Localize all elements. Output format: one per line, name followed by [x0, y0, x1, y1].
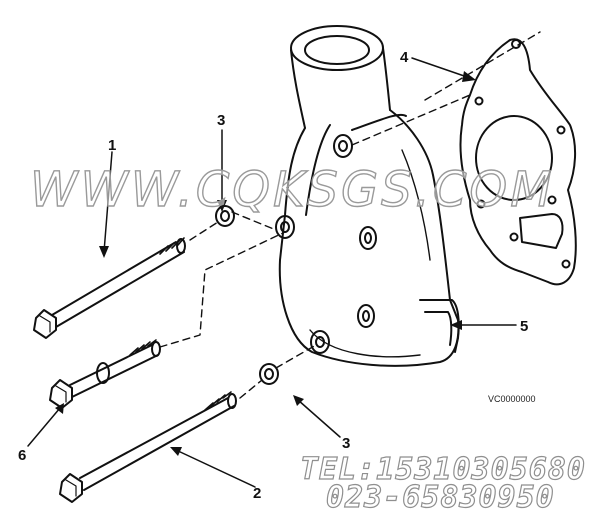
leader-lines — [27, 57, 517, 488]
part-code-label: VC0000000 — [488, 394, 536, 404]
gasket — [459, 38, 577, 286]
capscrew-short — [49, 339, 161, 409]
washer-upper — [215, 205, 235, 227]
callout-1: 1 — [108, 137, 116, 154]
callout-3-upper: 3 — [217, 112, 225, 129]
callout-2: 2 — [253, 485, 261, 502]
capscrew-long-lower — [59, 391, 237, 503]
watermark: WWW.CQKSGS.COM — [29, 161, 555, 218]
contact-fax: 023-65830950 — [325, 479, 555, 515]
inlet-housing — [275, 25, 460, 367]
washer-lower — [259, 363, 279, 385]
alignment-lines — [159, 31, 541, 399]
callout-4: 4 — [400, 49, 409, 66]
callout-6: 6 — [18, 447, 26, 464]
leader-arrowheads — [55, 71, 476, 456]
callout-5: 5 — [520, 318, 528, 335]
capscrew-long-upper — [33, 237, 186, 339]
callout-3-lower: 3 — [342, 435, 350, 452]
contact-tel: TEL:15310305680 — [299, 451, 586, 487]
